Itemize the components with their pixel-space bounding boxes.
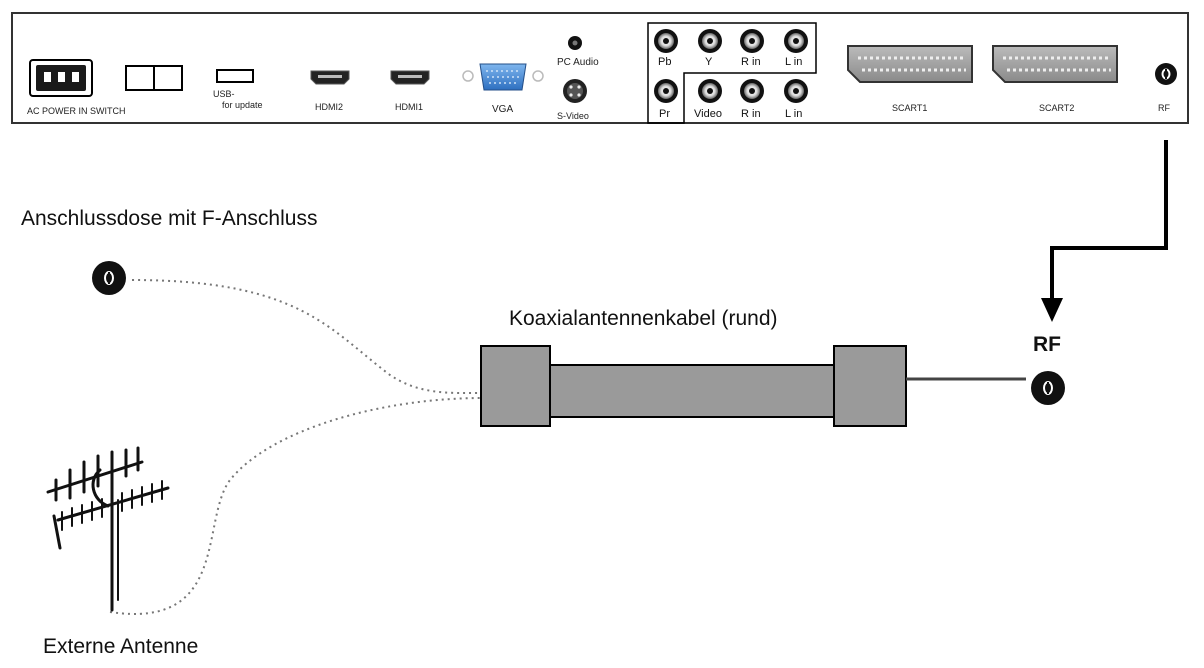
scart2-port: [992, 45, 1118, 83]
coax-cable: [480, 345, 1026, 427]
tv-rear-panel: [11, 12, 1189, 124]
hdmi2-label: HDMI2: [315, 102, 344, 112]
panel-rf-label: RF: [1158, 103, 1170, 113]
r-in-top-label: R in: [741, 56, 761, 68]
pc-audio-label: PC Audio: [557, 57, 599, 68]
pr-label: Pr: [659, 108, 670, 120]
panel-rf-socket: [1155, 63, 1177, 85]
external-antenna: [46, 446, 170, 612]
l-in-top-label: L in: [785, 56, 803, 68]
r-in-top-jack: [740, 29, 764, 53]
usb-label-line2: for update: [222, 100, 263, 110]
ac-power-inlet: [29, 59, 93, 97]
av-jack-box: [647, 22, 817, 124]
antenna-label: Externe Antenne: [43, 635, 199, 658]
r-in-bottom-jack: [740, 79, 764, 103]
ac-power-label: AC POWER IN SWITCH: [27, 106, 126, 116]
y-label: Y: [705, 56, 713, 68]
scart2-label: SCART2: [1039, 103, 1075, 113]
wall-socket-dotted-cable: [131, 279, 484, 395]
antenna-dotted-cable: [109, 397, 484, 615]
pr-jack: [654, 79, 678, 103]
power-switch: [125, 65, 183, 91]
av-jacks: [654, 29, 808, 103]
s-video-label: S-Video: [557, 111, 589, 121]
hdmi1-label: HDMI1: [395, 102, 424, 112]
vga-label: VGA: [492, 104, 514, 115]
r-in-bottom-label: R in: [741, 108, 761, 120]
scart1-label: SCART1: [892, 103, 928, 113]
video-jack: [698, 79, 722, 103]
usb-port: [216, 69, 254, 83]
l-in-bottom-jack: [784, 79, 808, 103]
vga-port: [462, 63, 544, 91]
pb-jack: [654, 29, 678, 53]
rf-connection-arrow: [1041, 140, 1168, 322]
hdmi2-port: [310, 70, 350, 85]
pc-audio-jack: [568, 36, 582, 50]
s-video-port: [563, 79, 587, 103]
video-label: Video: [694, 108, 722, 120]
rf-label: RF: [1033, 333, 1061, 356]
y-jack: [698, 29, 722, 53]
usb-label-line1: USB-: [213, 89, 235, 99]
hdmi1-port: [390, 70, 430, 85]
pb-label: Pb: [658, 56, 672, 68]
l-in-bottom-label: L in: [785, 108, 803, 120]
wall-socket-label: Anschlussdose mit F-Anschluss: [21, 207, 318, 230]
cable-label: Koaxialantennenkabel (rund): [509, 307, 778, 330]
rf-socket: [1031, 371, 1065, 405]
scart1-port: [847, 45, 973, 83]
l-in-top-jack: [784, 29, 808, 53]
wall-socket: [92, 261, 126, 295]
